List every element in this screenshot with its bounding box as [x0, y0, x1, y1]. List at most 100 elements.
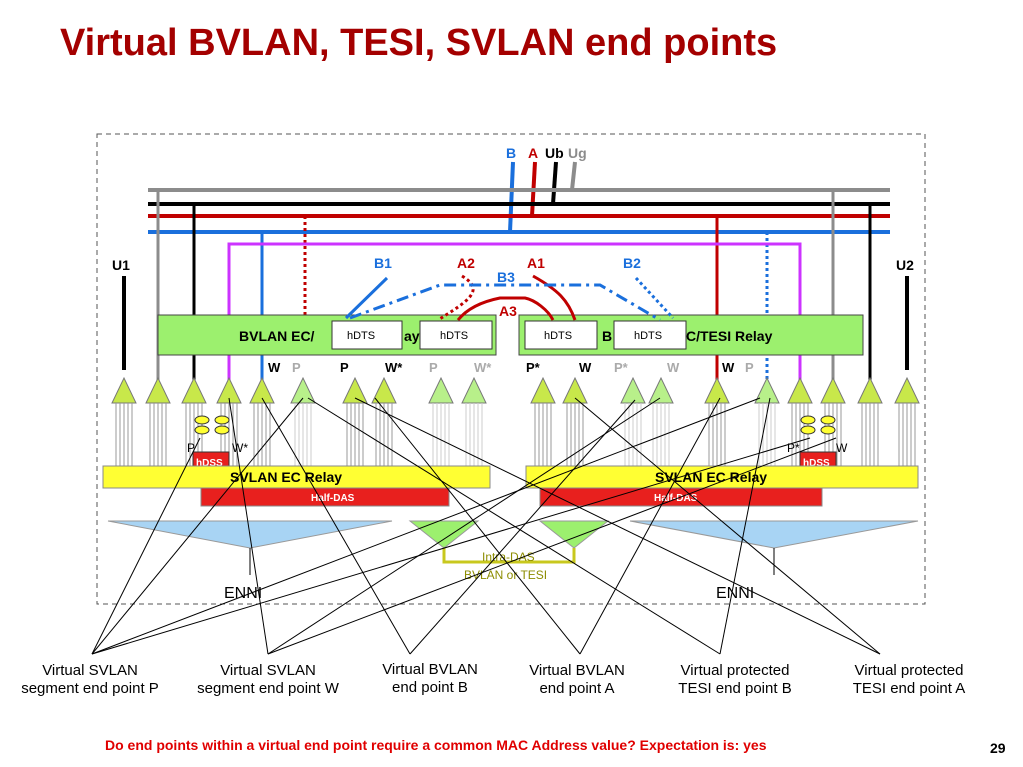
bvlan-port-label: P* [614, 360, 629, 375]
hdts-box-1 [331, 320, 403, 350]
callout-leaders [91, 397, 881, 655]
network-boundary [96, 133, 926, 605]
bvlan-port-label: P* [526, 360, 541, 375]
trunk-ub-stub [551, 161, 558, 205]
port-triangle [620, 376, 646, 404]
path-label-b2: B2 [623, 255, 641, 271]
callout-line: segment end point P [21, 680, 159, 697]
path-b1 [344, 276, 389, 320]
bvlan-port-label: P [429, 360, 438, 375]
port-triangle [181, 376, 207, 404]
bvlan-relay-right-label-b: C/TESI Relay [686, 328, 773, 344]
callout-tesi-a: Virtual protected TESI end point A [834, 662, 984, 698]
port-label-u2: U2 [896, 257, 914, 273]
bvlan-port-label: W [667, 360, 680, 375]
trunk-label-b: B [506, 145, 516, 161]
callout-line: Virtual protected [854, 662, 964, 679]
page-number: 29 [990, 740, 1006, 756]
port-triangle [530, 376, 556, 404]
intra-das-label-1: Intra-DAS [482, 550, 535, 564]
svlan-ports-left [194, 415, 230, 435]
path-b3-dashdot [349, 283, 661, 322]
hdts-box-3-label: hDTS [544, 330, 572, 342]
bvlan-relay-left-label-b: ay [404, 328, 420, 344]
port-triangle [754, 376, 780, 404]
intra-das-triangle-left [408, 520, 480, 549]
svlan-relay-left-label: SVLAN EC Relay [230, 469, 342, 485]
hdts-box-4-label: hDTS [634, 330, 662, 342]
callout-line: Virtual BVLAN [529, 662, 625, 679]
bvlan-port-label: W [268, 360, 281, 375]
port-triangle [648, 376, 674, 404]
bvlan-port-label: W [722, 360, 735, 375]
callout-line: TESI end point A [852, 680, 966, 697]
port-triangle [894, 376, 920, 404]
callout-line: Virtual SVLAN [220, 662, 316, 679]
enni-triangle-right [629, 520, 919, 549]
port-label-u1: U1 [112, 257, 130, 273]
callout-tesi-b: Virtual protected TESI end point B [660, 662, 810, 698]
hdts-box-2 [419, 320, 493, 350]
callout-bvlan-b: Virtual BVLAN end point B [360, 661, 500, 697]
path-label-a3: A3 [499, 303, 517, 319]
bvlan-port-label: W* [474, 360, 492, 375]
path-a2-dotted [437, 274, 475, 322]
bvlan-port-label: W [579, 360, 592, 375]
port-triangle [145, 376, 171, 404]
trunk-label-a: A [528, 145, 538, 161]
bvlan-relay-right-label-a: B [602, 328, 612, 344]
callout-line: end point A [539, 680, 615, 697]
callout-line: Virtual SVLAN [42, 662, 138, 679]
svlan-port-label-w-left: W* [232, 441, 248, 455]
port-triangle [461, 376, 487, 404]
callout-svlan-p: Virtual SVLAN segment end point P [8, 662, 172, 698]
port-triangle [428, 376, 454, 404]
hdss-right-label: hDSS [803, 458, 830, 469]
path-label-b1: B1 [374, 255, 392, 271]
callout-line: end point B [392, 679, 468, 696]
slide-title: Virtual BVLAN, TESI, SVLAN end points [60, 22, 778, 64]
enni-right-label: ENNI [716, 585, 754, 602]
hdts-box-4 [613, 320, 687, 350]
hdts-box-1-label: hDTS [347, 330, 375, 342]
footer-question: Do end points within a virtual end point… [105, 737, 767, 753]
port-stubs [115, 403, 916, 466]
bvlan-port-label: P [340, 360, 349, 375]
svlan-port-label-w-right: W [836, 441, 848, 455]
port-triangle [342, 376, 368, 404]
callout-line: Virtual BVLAN [382, 661, 478, 678]
port-triangle [857, 376, 883, 404]
svlan-port-label-p-left: P [187, 441, 195, 455]
path-a1 [532, 274, 577, 321]
port-triangle [787, 376, 813, 404]
callout-bvlan-a: Virtual BVLAN end point A [507, 662, 647, 698]
port-triangle [249, 376, 275, 404]
bvlan-port-label: P [292, 360, 301, 375]
hdss-left-label: hDSS [196, 458, 223, 469]
bvlan-port-label: P [745, 360, 754, 375]
half-das-left-label: Half-DAS [311, 493, 355, 504]
path-label-a1: A1 [527, 255, 545, 271]
callout-line: segment end point W [197, 680, 339, 697]
callout-line: Virtual protected [680, 662, 790, 679]
bvlan-port-label: W* [385, 360, 403, 375]
path-a3 [456, 296, 555, 321]
path-label-b3: B3 [497, 269, 515, 285]
path-label-a2: A2 [457, 255, 475, 271]
path-b2-dotted [634, 276, 675, 320]
port-triangles [111, 376, 920, 404]
callout-line: TESI end point B [678, 680, 792, 697]
hdts-box-2-label: hDTS [440, 330, 468, 342]
port-triangle [111, 376, 137, 404]
port-triangle [704, 376, 730, 404]
trunk-label-ub: Ub [545, 145, 564, 161]
port-triangle [820, 376, 846, 404]
svlan-port-label-p-right: P* [787, 441, 800, 455]
intra-das-triangle-right [538, 520, 610, 549]
svlan-relay-right-label: SVLAN EC Relay [655, 469, 767, 485]
trunk-label-ug: Ug [568, 145, 587, 161]
svlan-ports-right [800, 415, 836, 435]
bvlan-relay-left-label-a: BVLAN EC/ [239, 328, 315, 344]
port-triangle [562, 376, 588, 404]
